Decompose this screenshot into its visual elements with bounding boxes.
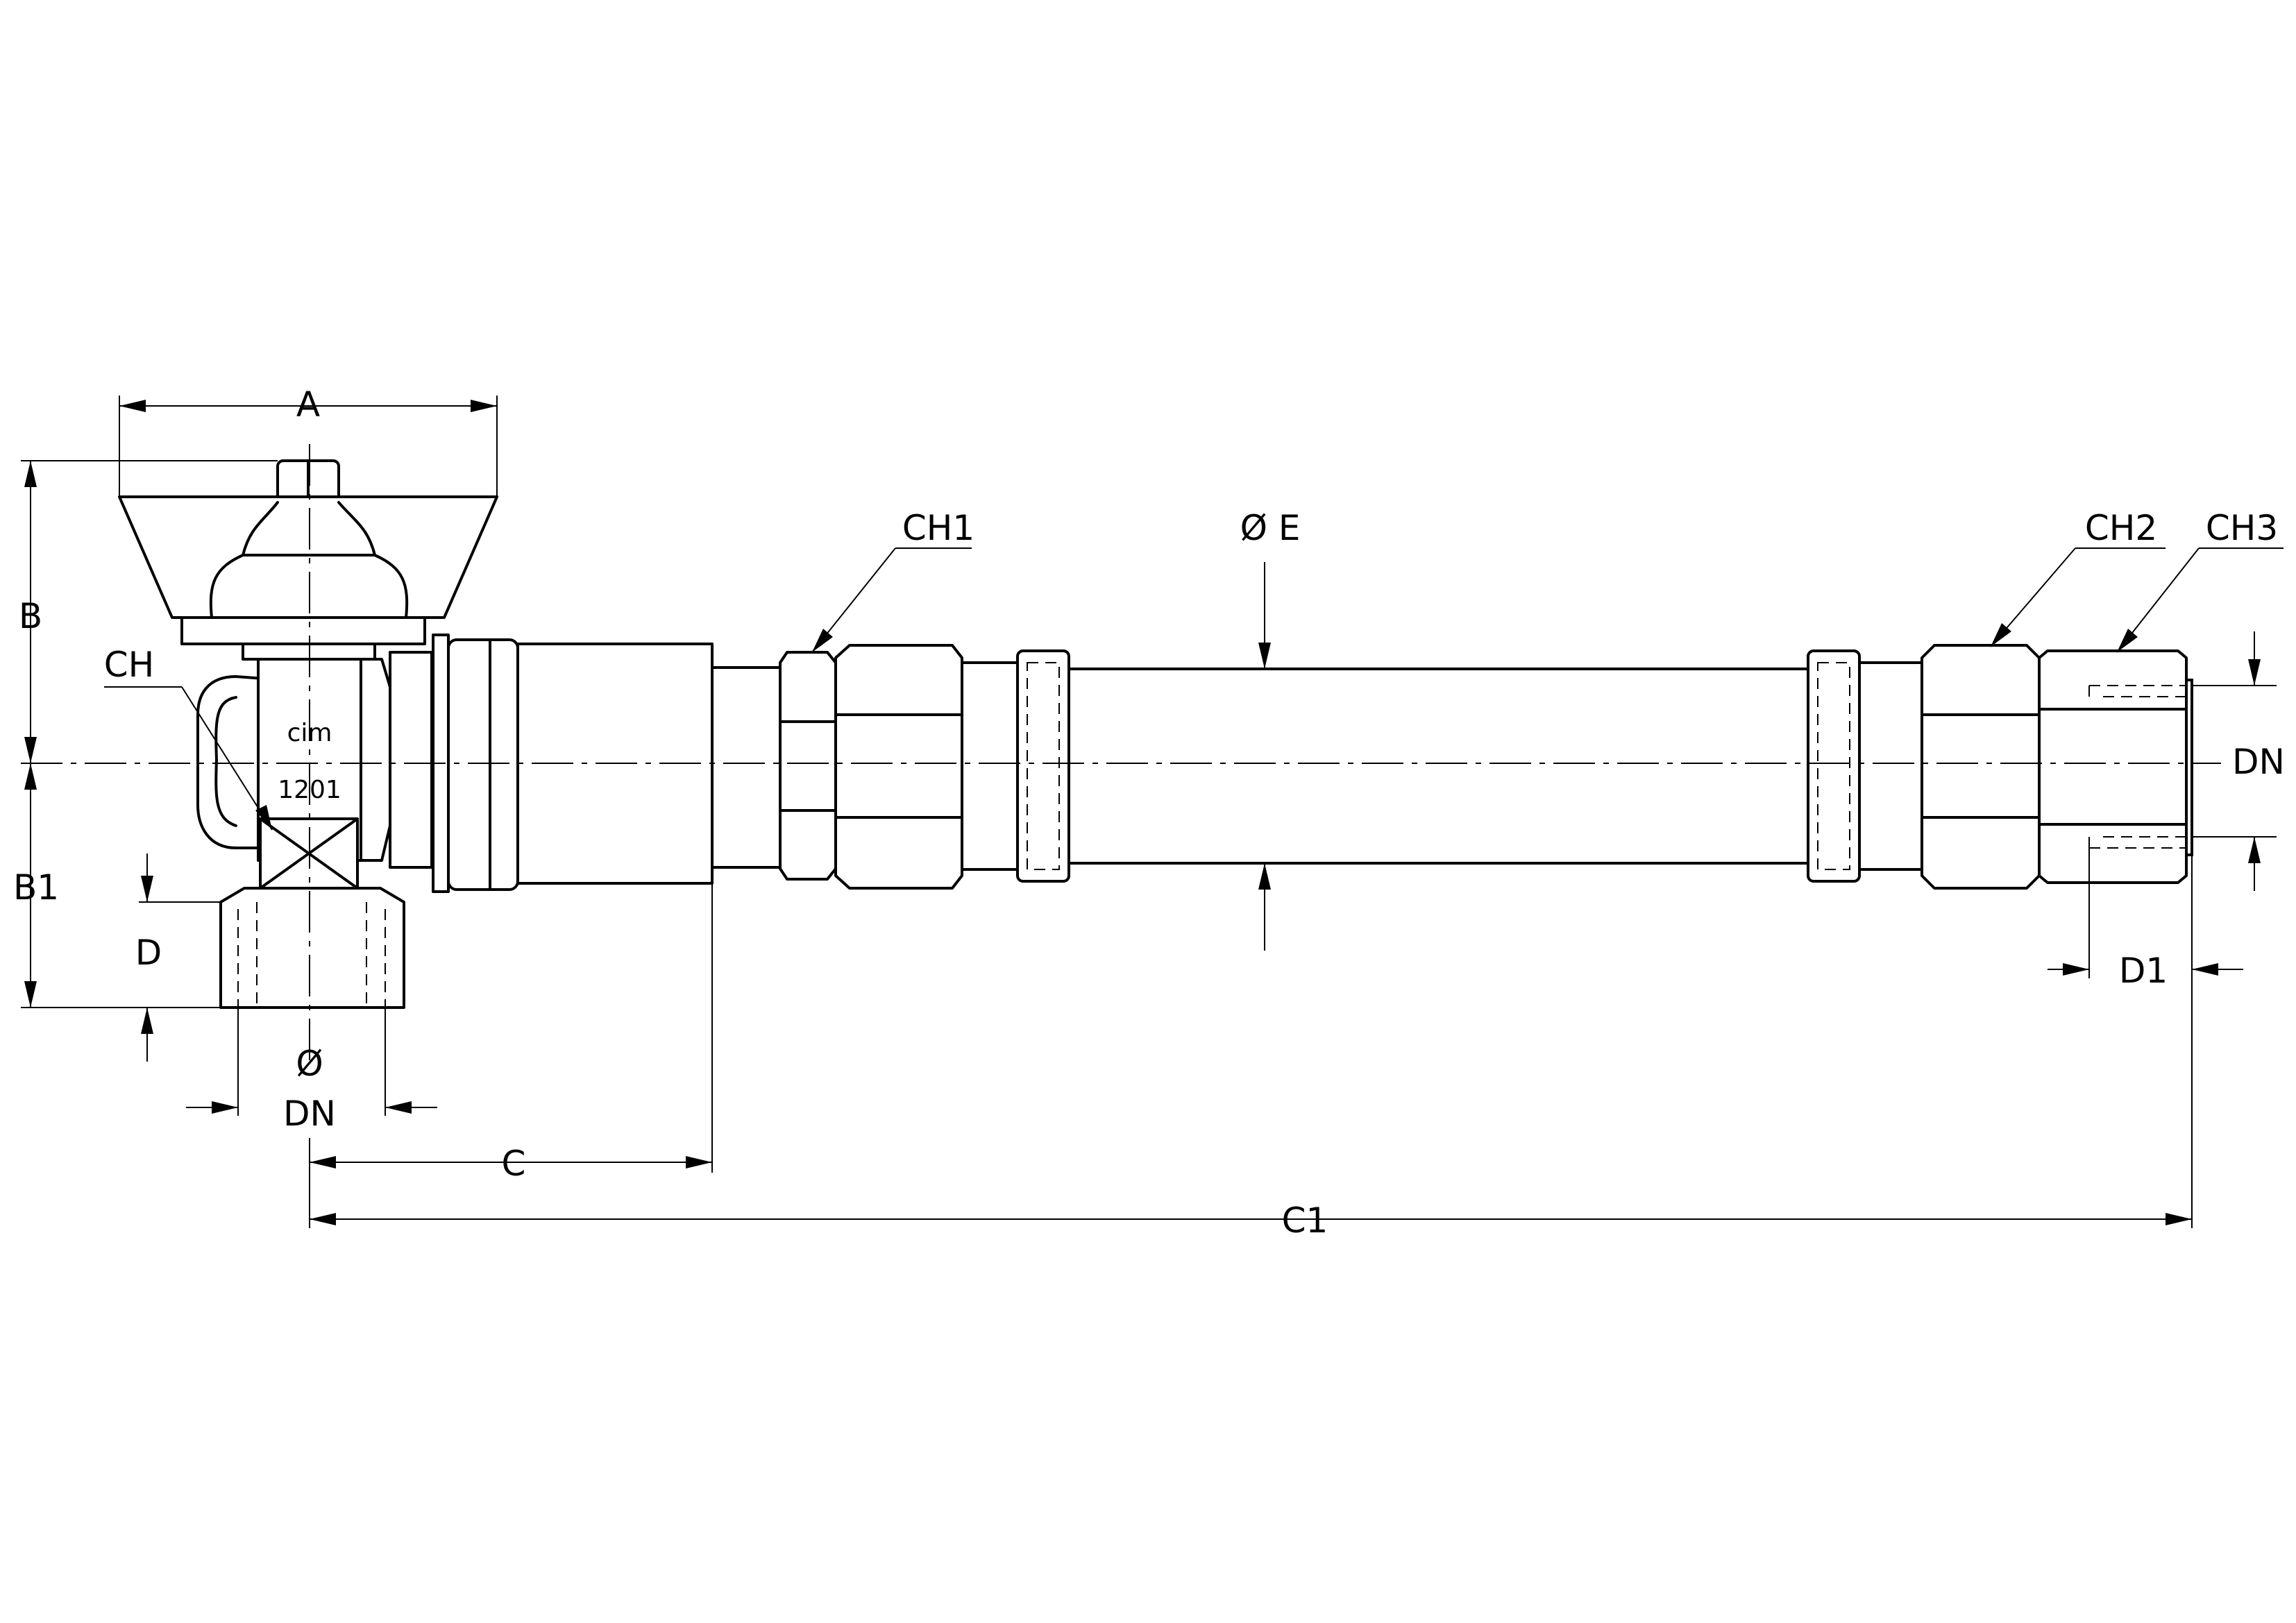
leader-ch2: CH2 xyxy=(1990,508,2166,647)
label-ch3: CH3 xyxy=(2206,508,2278,548)
valve-side-cap xyxy=(196,675,265,849)
label-dn-right: DN xyxy=(2232,742,2285,782)
leader-ch: CH xyxy=(104,645,273,831)
label-diameter-left: Ø xyxy=(296,1044,323,1084)
ferrule-right xyxy=(1807,649,1861,883)
dim-a: A xyxy=(119,384,498,497)
hose-collar-right xyxy=(1858,661,1923,871)
label-e: Ø E xyxy=(1240,508,1301,548)
ball-valve: cim 1201 xyxy=(118,459,519,1009)
label-b: B xyxy=(19,596,42,636)
label-d1: D1 xyxy=(2119,951,2168,991)
dim-c: C xyxy=(309,867,713,1228)
label-a: A xyxy=(296,384,320,425)
label-c: C xyxy=(502,1144,526,1184)
flexible-hose xyxy=(1067,668,1809,865)
label-dn-left: DN xyxy=(283,1094,336,1134)
dim-dn-right: DN xyxy=(2192,631,2285,891)
dim-b: B xyxy=(19,460,278,763)
dim-d1: D1 xyxy=(2048,848,2243,991)
dim-d: D xyxy=(135,853,221,1062)
handle-base xyxy=(180,616,426,645)
ch3-female-fitting xyxy=(2038,649,2193,884)
label-d: D xyxy=(135,933,162,973)
ferrule-left xyxy=(1016,649,1070,883)
dim-e: Ø E xyxy=(1240,508,1301,951)
valve-handle xyxy=(118,495,498,619)
label-b1: B1 xyxy=(13,867,59,908)
label-ch2: CH2 xyxy=(2085,508,2157,548)
label-ch1: CH1 xyxy=(902,508,974,548)
label-ch: CH xyxy=(104,645,155,685)
ch2-hex-nut xyxy=(1921,644,2041,890)
label-c1: C1 xyxy=(1282,1200,1328,1241)
leader-ch3: CH3 xyxy=(2116,508,2284,653)
valve-side-connector xyxy=(389,651,433,869)
hose-collar-left-inner xyxy=(961,661,1019,871)
dim-c1: C1 xyxy=(310,855,2193,1241)
leader-ch1: CH1 xyxy=(811,508,974,653)
bottom-outlet xyxy=(219,887,405,1009)
ch1-hex-nut xyxy=(779,644,963,890)
dim-dn-left: Ø DN xyxy=(186,1008,437,1134)
short-tube xyxy=(711,666,782,869)
dim-b1: B1 xyxy=(13,763,221,1008)
